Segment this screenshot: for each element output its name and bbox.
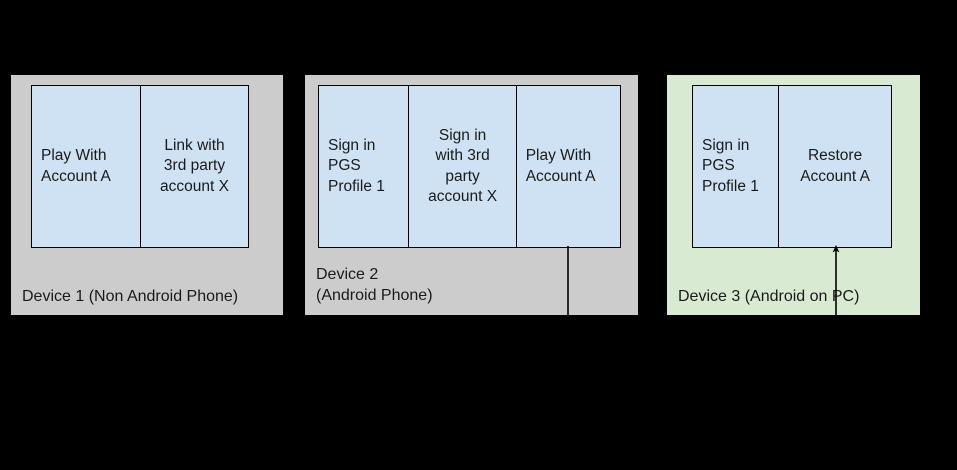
device-2-step-sign-in-pgs-profile-1: Sign in PGS Profile 1 <box>319 86 409 247</box>
device-1-step-play-with-account-a: Play With Account A <box>32 86 140 247</box>
device-1-step-link-with-3rd-party-account-x: Link with 3rd party account X <box>140 86 248 247</box>
device-2-step-sign-in-with-3rd-party-account-x: Sign in with 3rd party account X <box>408 86 516 247</box>
device-2-step-row: Sign in PGS Profile 1 Sign in with 3rd p… <box>318 85 621 248</box>
device-3-step-sign-in-pgs-profile-1: Sign in PGS Profile 1 <box>693 86 779 247</box>
device-3-step-restore-account-a: Restore Account A <box>778 86 891 247</box>
device-1-step-row: Play With Account A Link with 3rd party … <box>31 85 249 248</box>
connector-line-from-device-2 <box>567 246 569 318</box>
device-2-step-play-with-account-a: Play With Account A <box>515 86 620 247</box>
device-3-step-row: Sign in PGS Profile 1 Restore Account A <box>692 85 892 248</box>
connector-arrow-to-device-3 <box>832 245 840 318</box>
